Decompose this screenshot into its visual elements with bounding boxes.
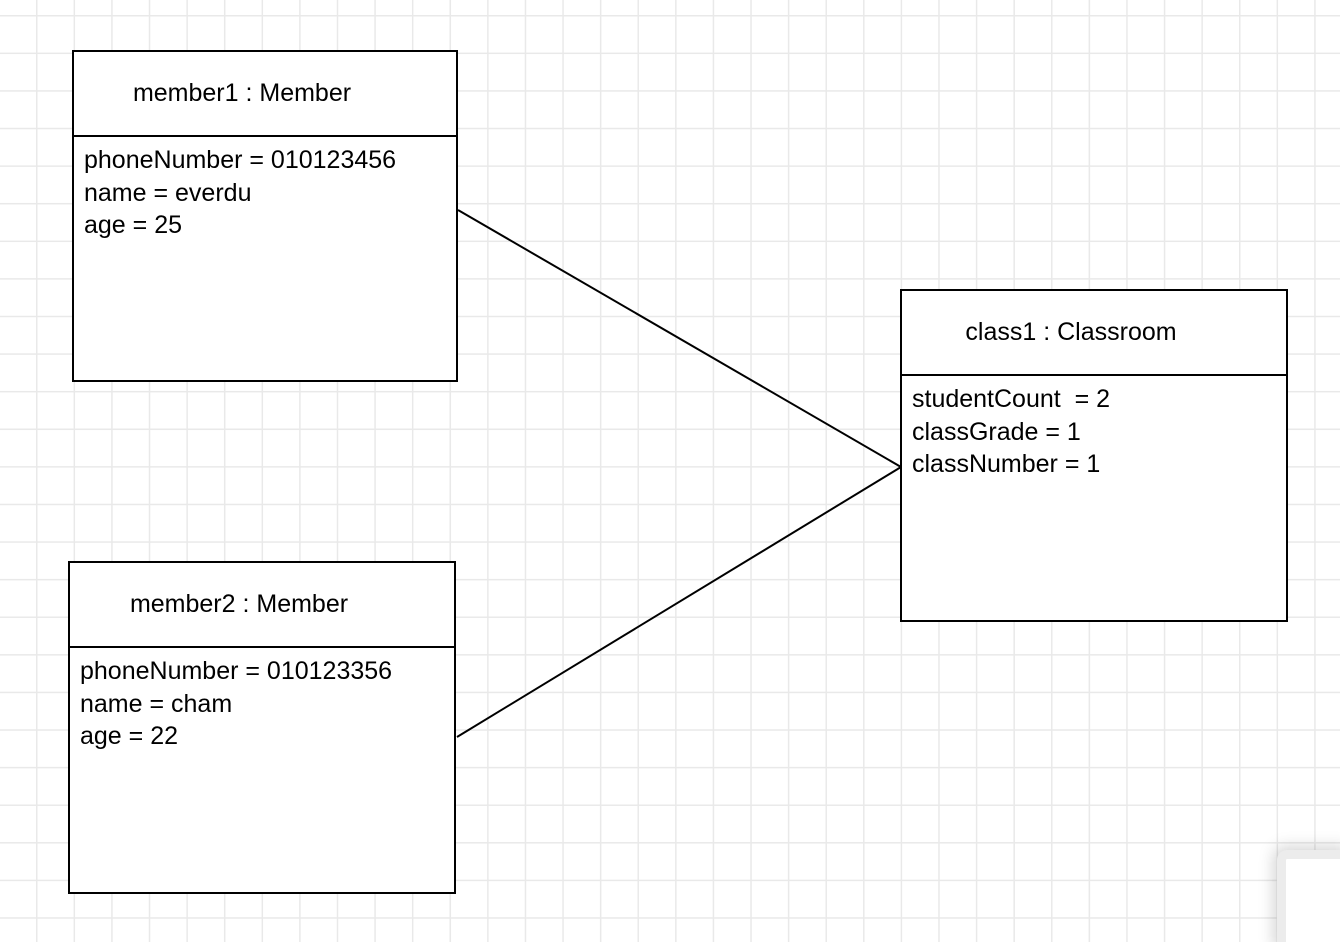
attribute-line: classNumber = 1 [912,450,1101,478]
attribute-line: studentCount = 2 [912,385,1111,413]
attribute-line: phoneNumber = 010123356 [80,657,393,685]
object-title-class1: class1 : Classroom [902,291,1286,376]
connector-member2-class1[interactable] [456,466,902,738]
attribute-line: classGrade = 1 [912,417,1081,446]
connector-member1-class1[interactable] [457,209,902,468]
attribute-line: age = 22 [80,722,179,750]
attribute-line: name = everdu [84,178,252,207]
object-box-member2[interactable]: member2 : Member phoneNumber = 010123356… [68,561,456,894]
object-attributes-member1: phoneNumber = 010123456 name = everdu ag… [74,137,456,249]
attribute-line: name = cham [80,689,233,718]
object-box-class1[interactable]: class1 : Classroom studentCount = 2 clas… [900,289,1288,622]
object-title-member1: member1 : Member [74,52,456,137]
overlay-panel-corner [1277,850,1340,942]
object-attributes-class1: studentCount = 2 classGrade = 1 classNum… [902,376,1286,488]
attribute-line: age = 25 [84,211,183,239]
object-box-member1[interactable]: member1 : Member phoneNumber = 010123456… [72,50,458,382]
attribute-line: phoneNumber = 010123456 [84,146,397,174]
object-title-member2: member2 : Member [70,563,454,648]
object-attributes-member2: phoneNumber = 010123356 name = cham age … [70,648,454,760]
